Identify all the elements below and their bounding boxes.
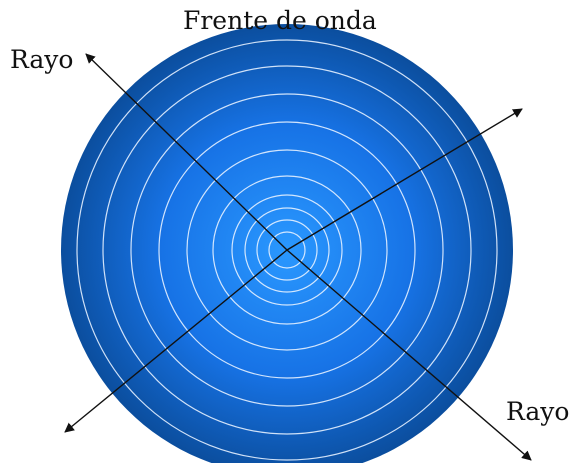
wavefront-title: Frente de onda: [183, 8, 377, 33]
ray-label-top: Rayo: [10, 47, 73, 72]
wave-sphere: [61, 24, 513, 463]
ray-label-bottom: Rayo: [506, 399, 569, 424]
